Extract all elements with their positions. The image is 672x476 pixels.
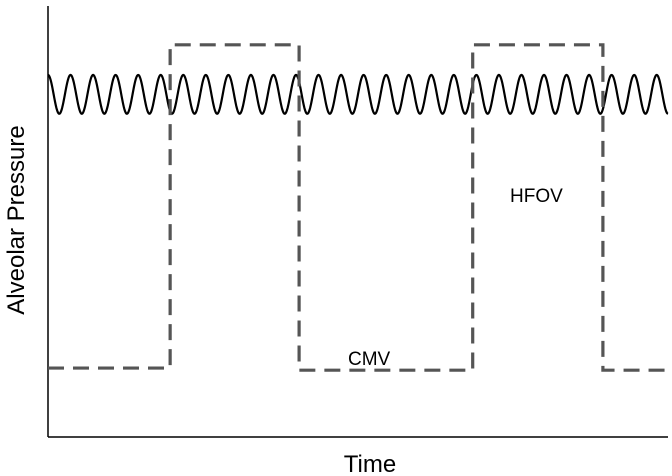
series-line-cmv	[48, 43, 668, 372]
x-axis-label: Time	[344, 451, 396, 476]
series-label-hfov: HFOV	[510, 186, 563, 207]
series-label-cmv: CMV	[348, 349, 391, 370]
series-layer	[47, 43, 669, 372]
axes	[47, 6, 668, 438]
y-axis-label: Alveolar Pressure	[3, 125, 30, 314]
series-line-hfov	[47, 73, 669, 115]
